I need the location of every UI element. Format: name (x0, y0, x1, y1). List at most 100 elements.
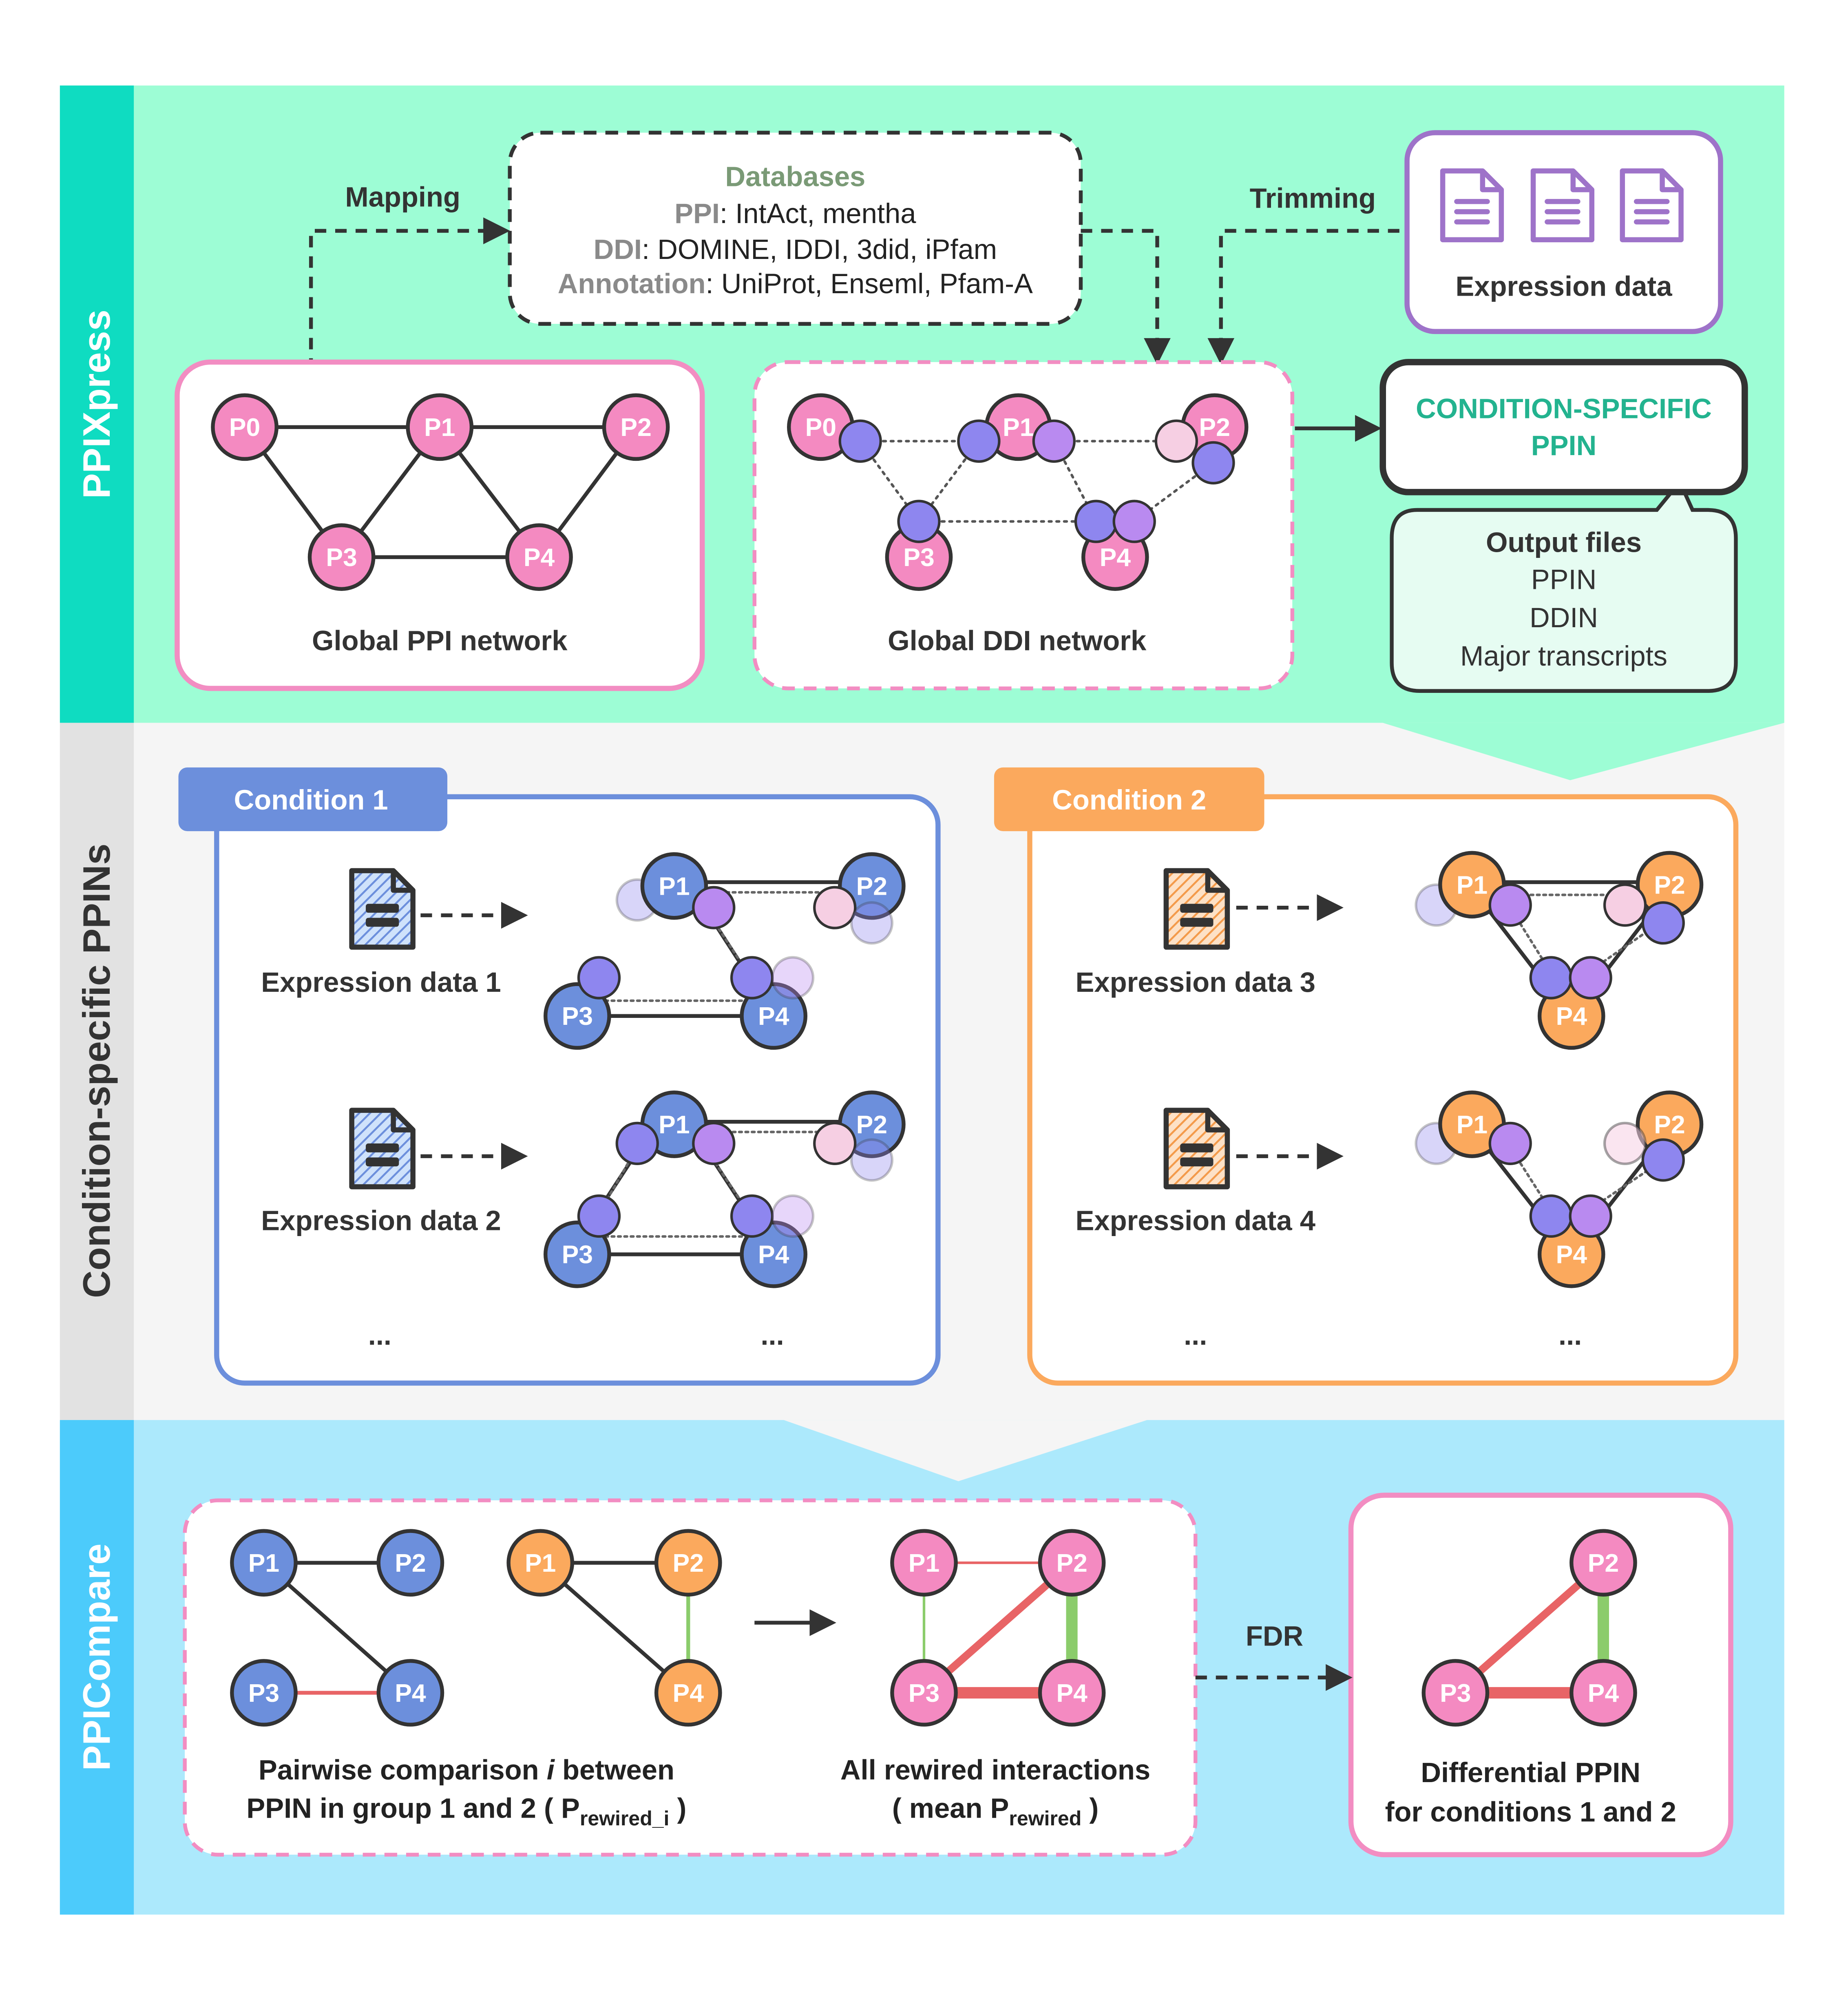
pairwise-line2-a: PPIN in group 1 and 2 ( P (246, 1792, 579, 1824)
ddi-domain-P1b (1032, 419, 1076, 463)
condition2-ellipsis-left: ... (1184, 1320, 1207, 1351)
expression-doc-1-fold (1480, 171, 1501, 192)
mapping-label: Mapping (345, 181, 460, 213)
ddi-domain-P2a (1154, 419, 1198, 463)
net2-domain (730, 1194, 774, 1238)
net3-domain (1488, 883, 1532, 927)
output-files-callout (1390, 478, 1738, 693)
condition1-label: Condition 1 (234, 784, 388, 816)
net2-faded-domain (850, 1138, 893, 1182)
net1-P1-node (640, 852, 708, 920)
global-ppi-P1-label: P1 (424, 413, 455, 442)
rewired-P1-label: P1 (909, 1549, 939, 1577)
annotation-key: Annotation (558, 268, 706, 299)
pairwise-caption-line1: Pairwise comparison i between (259, 1754, 674, 1786)
pairwise-line2-b: ) (669, 1792, 686, 1824)
differential-P3-label: P3 (1440, 1679, 1471, 1707)
group1-P4-label: P4 (395, 1679, 426, 1707)
rewired-P2-label: P2 (1056, 1549, 1087, 1577)
net1-P2-label: P2 (856, 872, 887, 900)
net1-domain (730, 956, 774, 1000)
rewired-P2-node (1038, 1529, 1106, 1597)
databases-ppi-line: PPI: IntAct, mentha (674, 198, 916, 229)
all-rewired-line2-b: ) (1081, 1792, 1099, 1824)
condition1-ellipsis-right: ... (760, 1320, 784, 1351)
net1-P1-label: P1 (659, 872, 690, 900)
global-ppi-P0-node (211, 393, 279, 461)
expression-doc-icons (1440, 168, 1684, 243)
condition2-tab (994, 767, 1264, 832)
group2-P1-label: P1 (525, 1549, 556, 1577)
expression-data-2-label: Expression data 2 (261, 1205, 501, 1236)
net3-domain (1603, 883, 1647, 927)
net2-P1-label: P1 (659, 1110, 690, 1139)
global-ppi-P2-node (602, 393, 670, 461)
ddi-domain-P2b (1191, 441, 1235, 484)
cond-doc-2-bar (366, 1157, 399, 1167)
net1-P3-label: P3 (562, 1002, 593, 1031)
output-file-ddin: DDIN (1530, 602, 1598, 633)
cond-doc-2-fold (391, 1110, 413, 1132)
net3-P4-label: P4 (1556, 1002, 1587, 1031)
band-title-condition-ppins: Condition-specific PPINs (75, 843, 118, 1298)
net4-P1-label: P1 (1457, 1110, 1488, 1139)
band-title-ppixpress: PPIXpress (75, 310, 118, 499)
net4-domain (1569, 1194, 1612, 1238)
cond-doc-3-fold (1205, 871, 1227, 893)
condition1-ellipsis-left: ... (368, 1320, 391, 1351)
group1-P1-node (230, 1529, 298, 1597)
condition-specific-ppin-line1: CONDITION-SPECIFIC (1416, 393, 1712, 424)
cond-doc-4-bar (1180, 1143, 1214, 1152)
mapping-arrow (309, 217, 510, 370)
net4-domain (1641, 1138, 1685, 1182)
group1-P2-label: P2 (395, 1549, 426, 1577)
output-file-major-transcripts: Major transcripts (1460, 640, 1667, 672)
cond-doc-2-bar (366, 1143, 399, 1152)
output-file-ppin: PPIN (1531, 564, 1596, 595)
net4-domain (1529, 1194, 1573, 1238)
global-ddi-P1-label: P1 (1003, 413, 1034, 442)
group1-P2-node (376, 1529, 444, 1597)
net1-domain (577, 956, 621, 1000)
expression-data-label: Expression data (1455, 270, 1672, 302)
cond-doc-3-bar (1180, 918, 1214, 927)
net1-P4-node (740, 982, 808, 1050)
net4-P2-label: P2 (1654, 1110, 1685, 1139)
condition2-ellipsis-right: ... (1558, 1320, 1582, 1351)
expression-doc-2-fold (1570, 171, 1592, 192)
condition1-box (214, 794, 941, 1386)
expression-data-4-label: Expression data 4 (1076, 1205, 1315, 1236)
fdr-label: FDR (1246, 1620, 1303, 1652)
global-ppi-P0-label: P0 (229, 413, 260, 442)
databases-to-ddi-arrow (1081, 229, 1171, 365)
cond-doc-4-bar (1180, 1157, 1214, 1167)
all-rewired-line2-sub: rewired (1009, 1807, 1081, 1830)
net3-domain (1529, 956, 1573, 1000)
global-ddi-P2-label: P2 (1199, 413, 1230, 442)
global-ddi-P0-label: P0 (805, 413, 836, 442)
ddi-domain-P3 (897, 500, 941, 543)
databases-title: Databases (725, 161, 865, 192)
group2-P1-node (506, 1529, 575, 1597)
net2-P3-node (544, 1220, 611, 1288)
ppi-value: : IntAct, mentha (720, 198, 916, 229)
net3-domain (1641, 901, 1685, 945)
cond-doc-3-bar (1180, 904, 1214, 913)
expression-data-1-label: Expression data 1 (261, 967, 501, 998)
differential-P3-node (1421, 1659, 1490, 1727)
all-rewired-line2: ( mean Prewired ) (892, 1792, 1099, 1830)
condition-specific-ppin-line2: PPIN (1531, 430, 1596, 461)
databases-annotation-line: Annotation: UniProt, Enseml, Pfam-A (558, 268, 1033, 299)
net1-domain (692, 886, 736, 929)
net1-P2-node (838, 852, 906, 920)
differential-line1: Differential PPIN (1421, 1757, 1640, 1788)
cond-doc-4-fold (1205, 1110, 1227, 1132)
ppi-key: PPI (674, 198, 720, 229)
group2-P2-label: P2 (673, 1549, 704, 1577)
ddi-domain-P4a (1074, 500, 1118, 543)
global-ddi-P4-label: P4 (1100, 543, 1131, 572)
global-ddi-label: Global DDI network (888, 625, 1147, 656)
